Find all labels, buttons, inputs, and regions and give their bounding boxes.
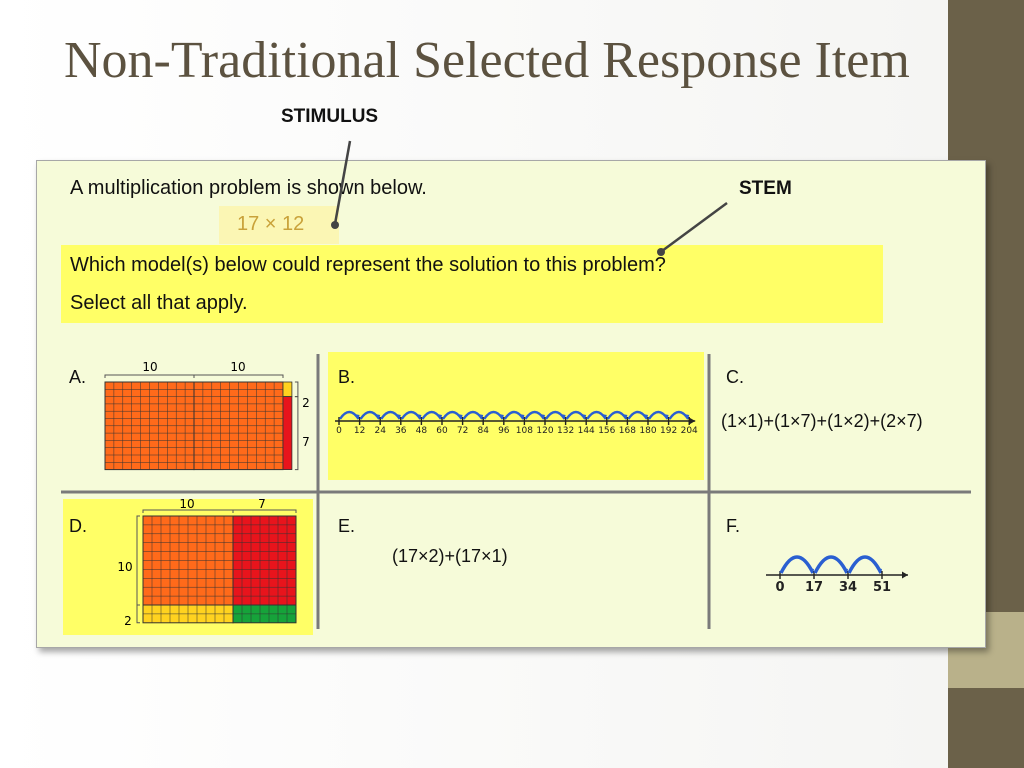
stimulus-highlight — [219, 206, 339, 244]
b-tick-label: 156 — [598, 426, 615, 436]
f-tick-label: 17 — [805, 580, 823, 595]
area-a-strip-yellow — [282, 381, 293, 398]
option-c-expression: (1×1)+(1×7)+(1×2)+(2×7) — [721, 411, 923, 431]
question-panel: A multiplication problem is shown below.… — [36, 160, 986, 648]
stimulus-callout-label: STIMULUS — [281, 106, 379, 127]
b-tick-label: 48 — [416, 426, 428, 436]
stem-callout-label: STEM — [739, 178, 792, 199]
option-d-side-label-1: 10 — [117, 560, 132, 574]
stem-text-line2: Select all that apply. — [70, 292, 248, 314]
stimulus-expression: 17 × 12 — [237, 213, 305, 235]
b-tick-label: 36 — [395, 426, 407, 436]
option-d-area-model[interactable]: 10 7 10 2 — [117, 497, 307, 632]
option-e-expression: (17×2)+(17×1) — [392, 546, 508, 566]
b-tick-label: 144 — [578, 426, 595, 436]
option-a-top-label-2: 10 — [230, 360, 245, 374]
b-tick-label: 204 — [681, 426, 698, 436]
option-a-area-model[interactable]: 10 10 2 7 — [99, 358, 319, 483]
f-tick-label: 51 — [873, 580, 891, 595]
b-tick-label: 120 — [536, 426, 553, 436]
b-tick-label: 168 — [619, 426, 636, 436]
slide-title: Non-Traditional Selected Response Item — [64, 32, 910, 89]
b-tick-label: 12 — [354, 426, 365, 436]
stem-text-line1: Which model(s) below could represent the… — [70, 254, 666, 276]
f-jump-arc — [847, 555, 883, 574]
option-a-top-label-1: 10 — [142, 360, 157, 374]
option-c-label[interactable]: C. — [726, 367, 744, 387]
option-a-side-label-1: 2 — [302, 396, 310, 410]
option-d-side-label-2: 2 — [124, 614, 132, 628]
f-tick-label: 34 — [839, 580, 857, 595]
option-e-label[interactable]: E. — [338, 516, 356, 536]
b-tick-label: 84 — [477, 426, 489, 436]
option-a-label[interactable]: A. — [69, 367, 87, 387]
option-b-label[interactable]: B. — [338, 367, 356, 387]
option-d-top-label-1: 10 — [179, 497, 194, 511]
option-f-label[interactable]: F. — [726, 516, 741, 536]
b-tick-label: 192 — [660, 426, 677, 436]
b-tick-label: 96 — [498, 426, 510, 436]
b-tick-label: 108 — [516, 426, 533, 436]
b-tick-label: 24 — [374, 426, 386, 436]
option-grid-dividers — [61, 354, 971, 629]
area-a-strip-red — [282, 396, 293, 470]
f-tick-label: 0 — [775, 580, 784, 595]
option-d-label[interactable]: D. — [69, 516, 87, 536]
b-tick-label: 180 — [639, 426, 656, 436]
b-tick-label: 132 — [557, 426, 574, 436]
b-tick-label: 0 — [336, 426, 342, 436]
option-a-side-label-2: 7 — [302, 435, 310, 449]
f-jump-arc — [779, 555, 815, 574]
option-b-highlight — [328, 352, 704, 480]
b-tick-label: 60 — [436, 426, 448, 436]
stem-highlight — [61, 245, 883, 323]
f-jump-arc — [813, 555, 849, 574]
option-f-number-line[interactable]: 0 17 34 51 — [763, 539, 913, 599]
option-d-top-label-2: 7 — [258, 497, 266, 511]
b-tick-label: 72 — [457, 426, 468, 436]
